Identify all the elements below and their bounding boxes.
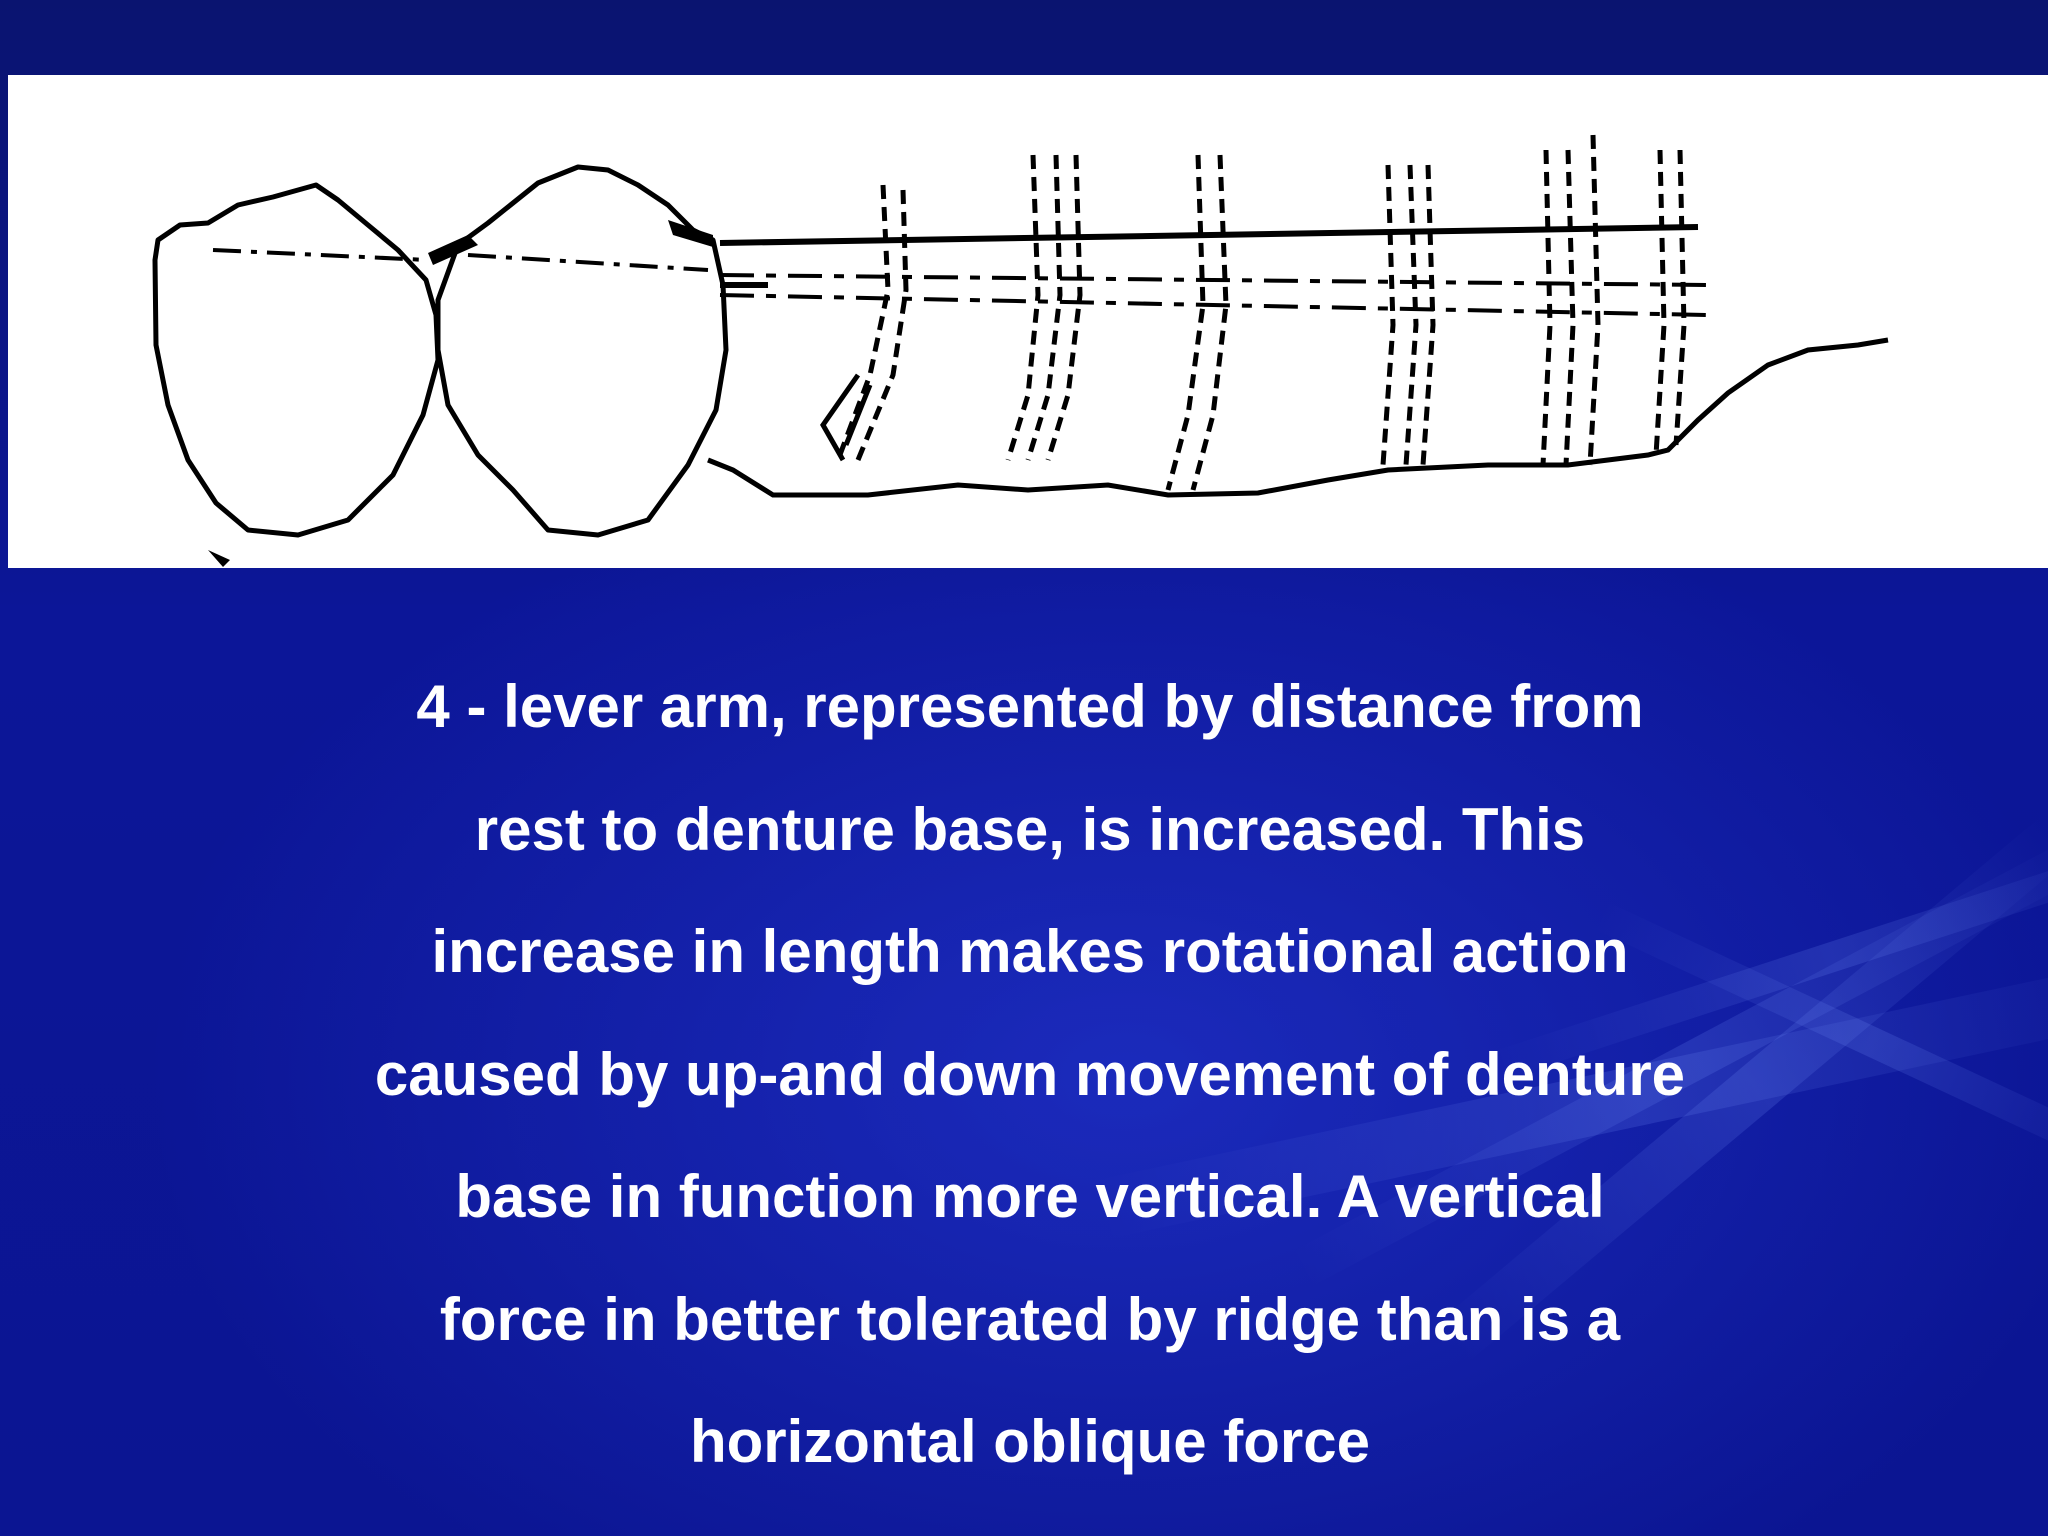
lever-arm-dashed-line (719, 273, 1709, 287)
denture-tooth-outline (855, 189, 909, 461)
denture-tooth-outline (1420, 164, 1436, 466)
occlusal-reference-line (212, 248, 429, 262)
crown-contact-mark (428, 235, 478, 265)
slide-caption: 4 - lever arm, represented by distance f… (120, 646, 1940, 1504)
denture-tooth-outline (1025, 154, 1063, 461)
crown-contact-mark (668, 220, 713, 247)
denture-tooth-outline (1165, 154, 1206, 491)
denture-diagram (152, 134, 1889, 567)
diagram-panel (8, 75, 2048, 568)
occlusal-reference-line (467, 253, 709, 272)
caption-line: horizontal oblique force (689, 1408, 1370, 1475)
denture-tooth-outline (1673, 149, 1687, 446)
rest-line (719, 224, 1699, 246)
denture-tooth-outline (1005, 154, 1041, 461)
gingival-branch-line (843, 384, 873, 446)
caption-line: rest to denture base, is increased. This (474, 795, 1586, 863)
caption-line: caused by up-and down movement of dentur… (374, 1040, 1686, 1108)
denture-tooth-outline (1563, 149, 1576, 466)
denture-tooth-outline (1540, 149, 1553, 466)
denture-tooth-outline (1380, 164, 1396, 466)
lever-arm-dashed-line (719, 293, 1709, 317)
first-tooth-crown (152, 182, 441, 538)
denture-tooth-outline (835, 184, 891, 461)
denture-tooth-outline (1045, 154, 1083, 461)
denture-tooth-outline (1653, 149, 1667, 456)
denture-tooth-outline (1190, 154, 1229, 491)
crown-contact-mark (208, 550, 230, 567)
denture-tooth-outline (1587, 134, 1601, 466)
denture-tooth-outline (1403, 164, 1419, 466)
caption-line: force in better tolerated by ridge than … (439, 1285, 1621, 1353)
denture-base-ridge-line (707, 337, 1889, 498)
gingival-branch-line (820, 373, 861, 462)
second-tooth-crown (435, 164, 729, 538)
caption-line: increase in length makes rotational acti… (431, 918, 1629, 985)
caption-line: base in function more vertical. A vertic… (455, 1163, 1605, 1230)
caption-line: 4 - lever arm, represented by distance f… (416, 673, 1644, 740)
